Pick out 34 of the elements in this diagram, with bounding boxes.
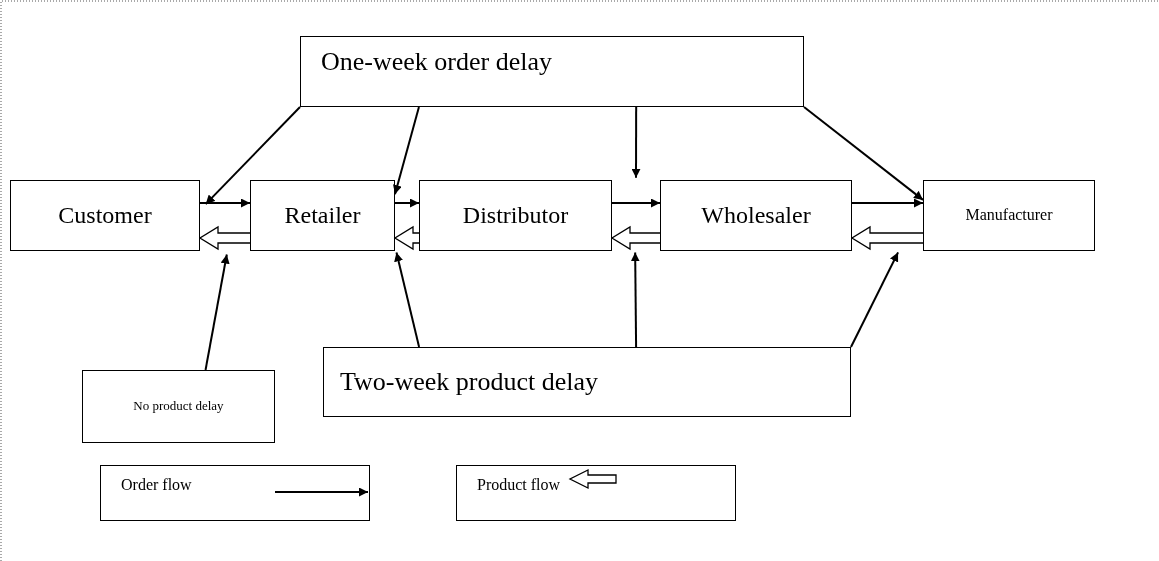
- arrow: [204, 253, 230, 371]
- process-box: [923, 180, 1095, 251]
- legend-label: Order flow: [121, 476, 192, 495]
- box-label: Wholesaler: [701, 201, 811, 230]
- delay-box: [323, 347, 851, 417]
- delay-box: [82, 370, 275, 443]
- delay-box: [300, 36, 804, 107]
- arrow: [851, 198, 924, 208]
- arrow: [803, 106, 924, 201]
- box-label: Retailer: [284, 201, 361, 230]
- process-box: [250, 180, 395, 251]
- hollow-arrow: [610, 225, 661, 251]
- hollow-arrow: [393, 225, 420, 251]
- box-label: One-week order delay: [321, 47, 552, 77]
- hollow-arrow: [198, 225, 251, 251]
- arrow: [850, 251, 900, 348]
- arrow: [630, 251, 640, 348]
- box-label: Customer: [58, 201, 152, 230]
- box-label: No product delay: [133, 399, 224, 414]
- arrow: [199, 198, 251, 208]
- box-label: Two-week product delay: [340, 367, 599, 397]
- process-box: [419, 180, 612, 251]
- process-box: [10, 180, 200, 251]
- arrow: [393, 106, 420, 196]
- arrow: [394, 198, 420, 208]
- box-label: Distributor: [462, 201, 569, 230]
- process-box: [660, 180, 852, 251]
- hollow-arrow: [850, 225, 924, 251]
- arrow: [204, 106, 301, 206]
- legend-label: Product flow: [477, 476, 561, 495]
- arrow: [631, 106, 641, 179]
- box-label: Manufacturer: [965, 206, 1053, 225]
- arrow: [611, 198, 661, 208]
- arrow: [394, 251, 421, 348]
